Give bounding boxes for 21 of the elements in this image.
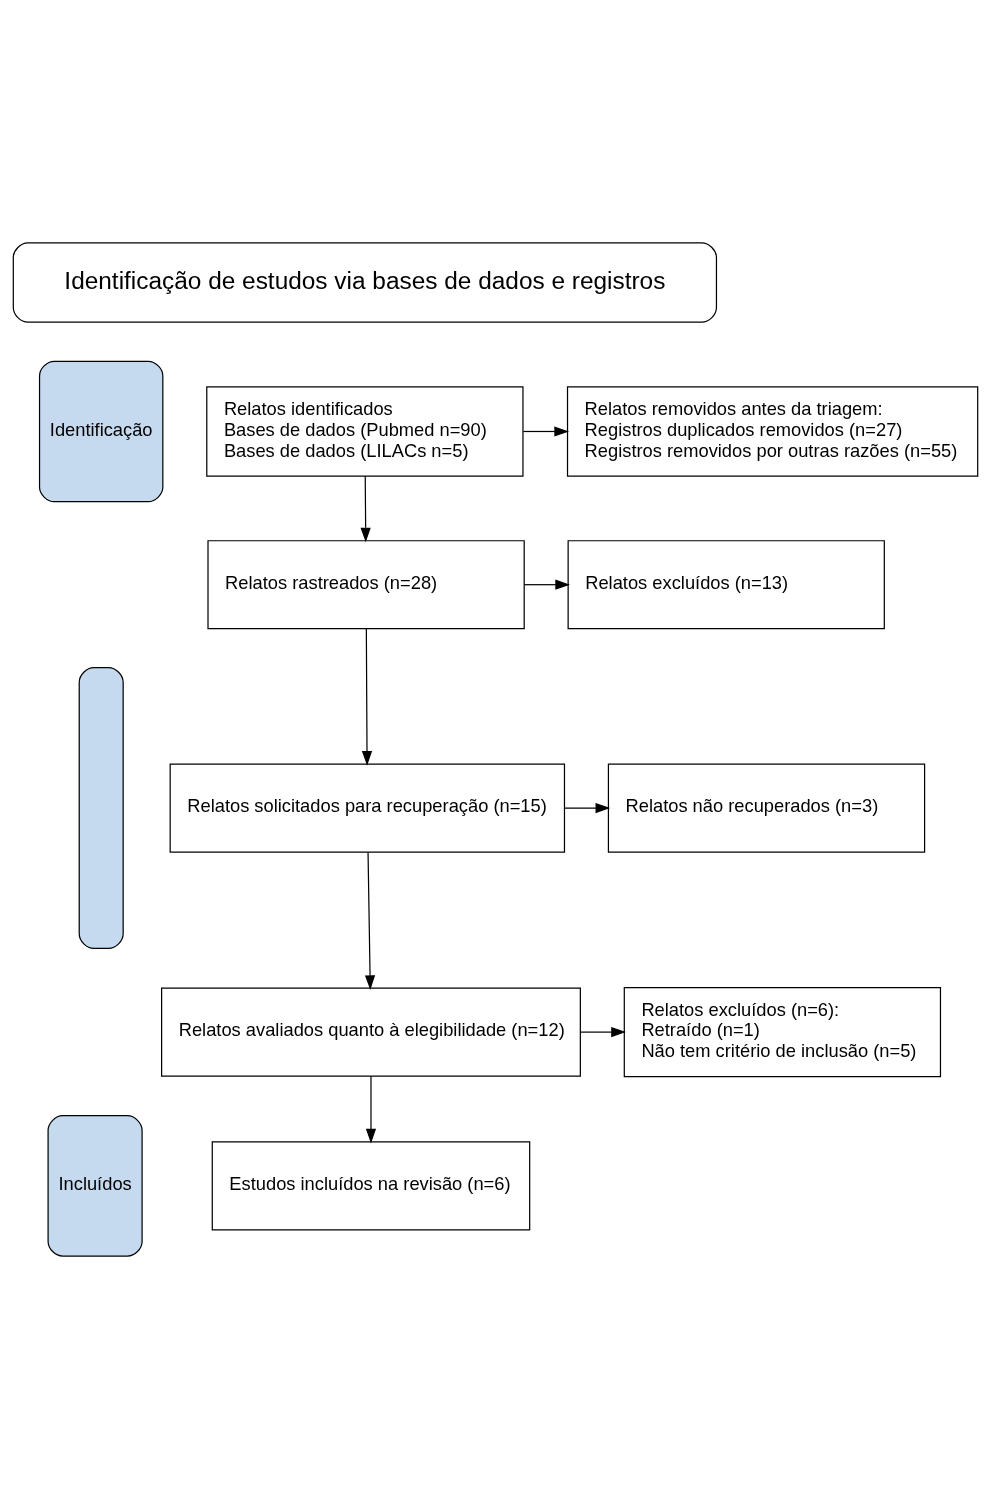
node-box: Relatos identificados Bases de dados (Pubmed n=90) Bases de dados (LILACs n=5) <box>206 386 524 477</box>
arrow <box>361 628 373 766</box>
node-box: Relatos excluídos (n=13) <box>567 540 885 630</box>
node-box: Relatos avaliados quanto à elegibilidade (n=12) <box>161 987 581 1077</box>
node-box: Incluídos <box>47 1115 143 1257</box>
arrow <box>360 475 371 543</box>
node-box: Relatos removidos antes da triagem: Registros duplicados removidos (n=27) Registros removidos por outras razões (n=55) <box>566 386 979 477</box>
node-box: Relatos solicitados para recuperação (n=15) <box>169 763 566 853</box>
arrow <box>563 802 611 814</box>
node-box: Relatos rastreados (n=28) <box>207 540 525 630</box>
arrow <box>364 851 376 990</box>
node-box: Relatos não recuperados (n=3) <box>607 763 926 853</box>
node-box: Relatos excluídos (n=6): Retraído (n=1) Não tem critério de inclusão (n=5) <box>623 986 942 1078</box>
arrow <box>523 579 570 590</box>
node-box: Estudos incluídos na revisão (n=6) <box>211 1141 531 1231</box>
arrow <box>522 426 569 437</box>
arrow <box>365 1075 377 1144</box>
node-box <box>78 667 124 950</box>
node-box: Identificação de estudos via bases de dados e registros <box>12 242 718 323</box>
node-box: Identificação <box>38 360 164 503</box>
arrow <box>580 1026 626 1038</box>
